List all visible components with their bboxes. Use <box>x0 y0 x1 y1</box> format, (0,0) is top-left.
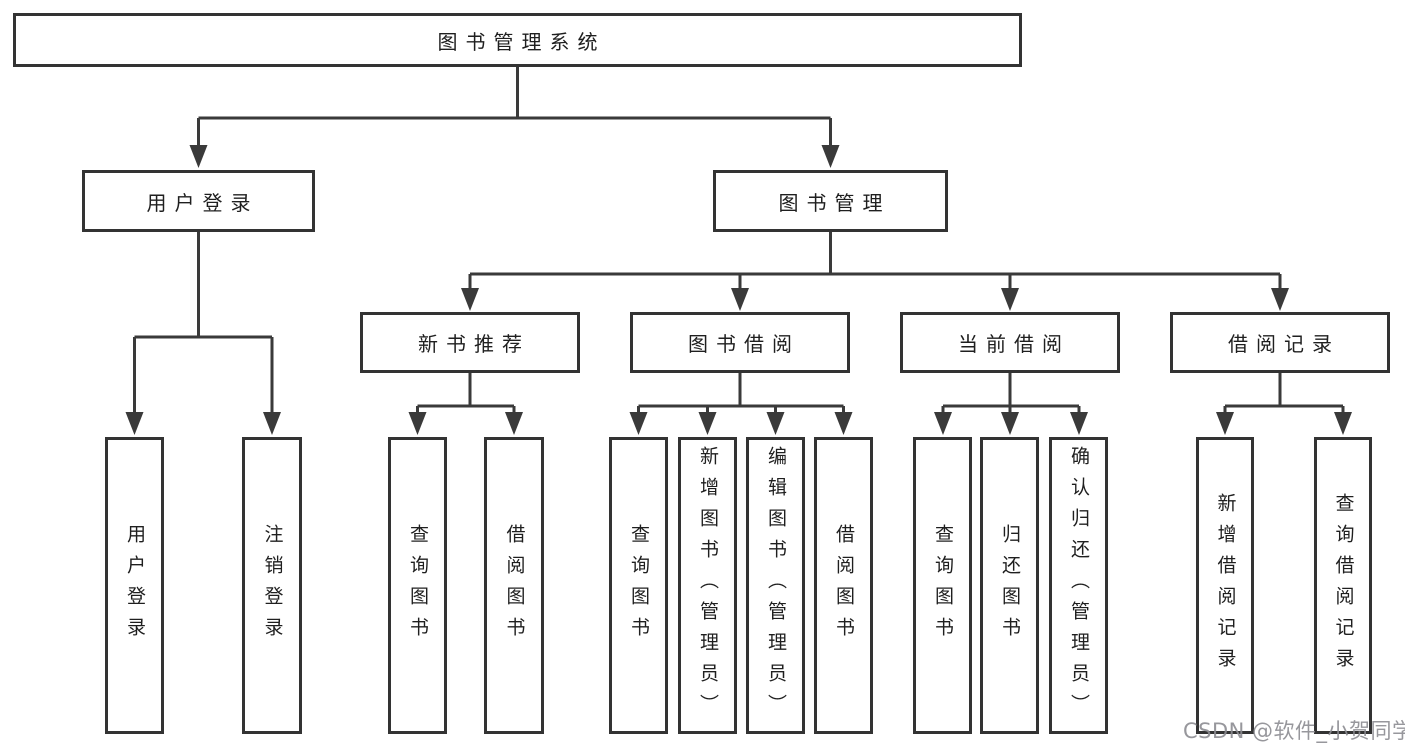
node-label: 查询图书 <box>932 523 954 648</box>
leaf-borrow-books: 借阅图书 <box>814 437 873 734</box>
leaf-query-books-recommend: 查询图书 <box>388 437 447 734</box>
node-book-management: 图书管理 <box>713 170 948 232</box>
node-new-book-recommend: 新书推荐 <box>360 312 580 373</box>
leaf-query-books-borrow: 查询图书 <box>609 437 668 734</box>
node-book-borrow: 图书借阅 <box>630 312 850 373</box>
node-borrow-records: 借阅记录 <box>1170 312 1390 373</box>
node-label: 确认归还（管理员） <box>1068 446 1090 725</box>
watermark: CSDN @软件_小贺同学 <box>1183 719 1405 743</box>
node-label: 新增借阅记录 <box>1214 492 1237 679</box>
node-root: 图书管理系统 <box>13 13 1022 67</box>
node-label: 借阅图书 <box>503 523 526 648</box>
node-label: 归还图书 <box>999 523 1021 648</box>
node-label: 图书借阅 <box>688 332 800 356</box>
leaf-query-borrow-record: 查询借阅记录 <box>1314 437 1372 734</box>
leaf-add-book-admin: 新增图书（管理员） <box>678 437 737 734</box>
node-label: 当前借阅 <box>958 332 1070 356</box>
node-current-borrow: 当前借阅 <box>900 312 1120 373</box>
leaf-borrow-books-recommend: 借阅图书 <box>484 437 544 734</box>
node-label: 图书管理系统 <box>437 29 606 54</box>
node-label: 用户登录 <box>124 523 146 648</box>
node-label: 查询借阅记录 <box>1332 492 1355 679</box>
node-label: 图书管理 <box>778 190 891 215</box>
leaf-logout: 注销登录 <box>242 437 302 734</box>
leaf-return-book: 归还图书 <box>980 437 1039 734</box>
leaf-confirm-return-admin: 确认归还（管理员） <box>1049 437 1108 734</box>
node-label: 查询图书 <box>407 523 429 648</box>
node-label: 注销登录 <box>261 523 284 648</box>
node-label: 查询图书 <box>628 523 650 648</box>
node-label: 用户登录 <box>146 190 259 215</box>
node-label: 编辑图书（管理员） <box>765 446 787 725</box>
node-label: 借阅记录 <box>1228 332 1340 356</box>
leaf-user-login: 用户登录 <box>105 437 164 734</box>
leaf-edit-book-admin: 编辑图书（管理员） <box>746 437 805 734</box>
node-label: 新书推荐 <box>418 332 530 356</box>
leaf-add-borrow-record: 新增借阅记录 <box>1196 437 1254 734</box>
node-label: 借阅图书 <box>833 523 855 648</box>
leaf-query-books-current: 查询图书 <box>913 437 972 734</box>
node-label: 新增图书（管理员） <box>697 446 719 725</box>
node-user-login: 用户登录 <box>82 170 315 232</box>
